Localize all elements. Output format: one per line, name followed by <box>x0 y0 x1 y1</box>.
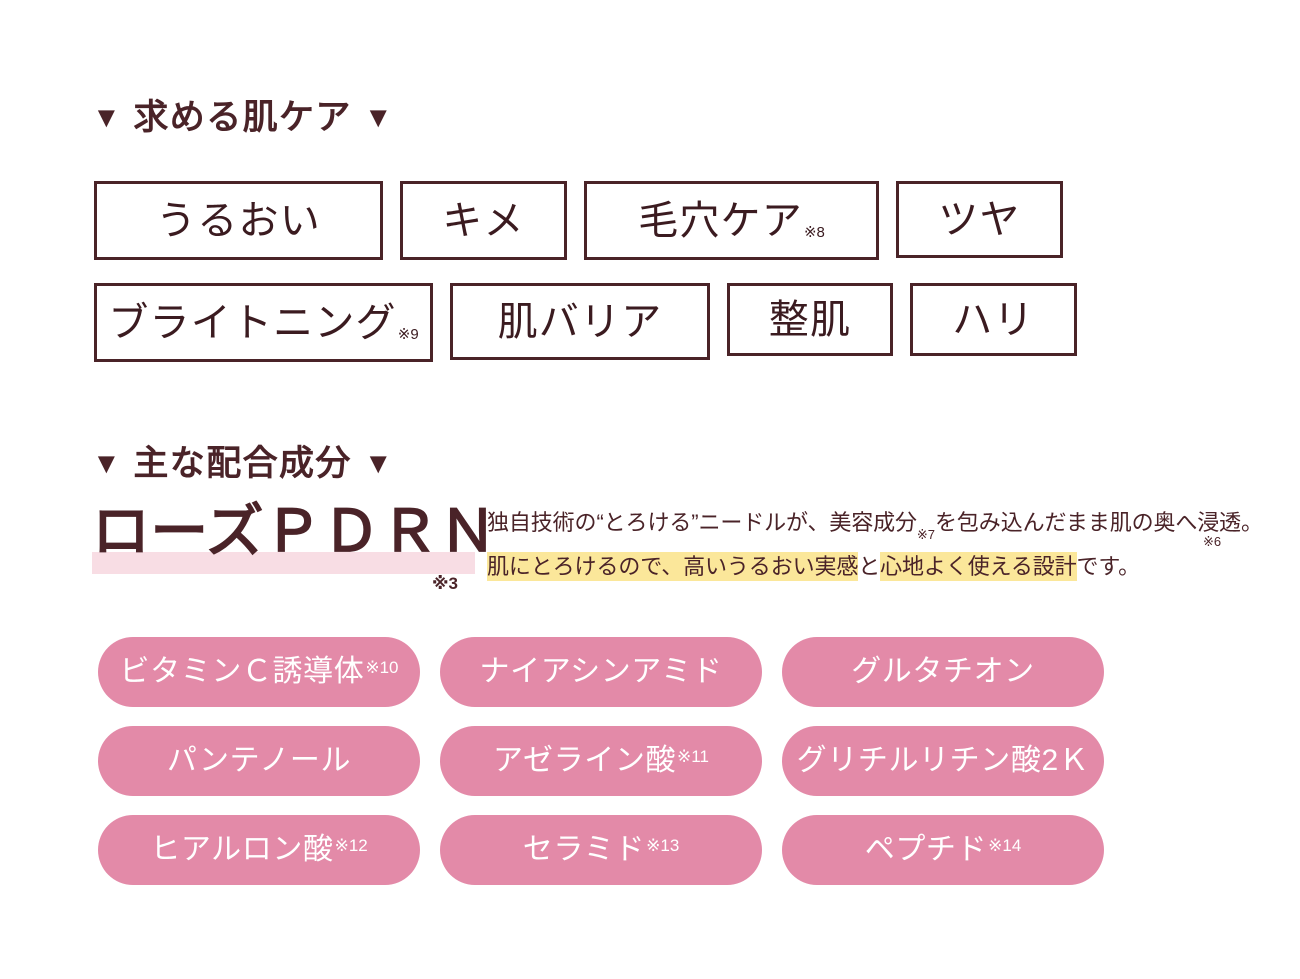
keyword-box-skin-barrier: 肌バリア <box>450 283 710 360</box>
triangle-right-icon: ▼ <box>363 102 394 134</box>
pill-label: ヒアルロン酸※12 <box>150 833 368 866</box>
skincare-keyword-row-1: うるおい キメ 毛穴ケア※8 ツヤ <box>94 181 1063 260</box>
keyword-box-uruoi: うるおい <box>94 181 383 260</box>
keyword-box-hari: ハリ <box>910 283 1077 356</box>
pink-underline-highlight <box>92 552 475 574</box>
ingredient-pill-niacinamide: ナイアシンアミド <box>440 637 762 707</box>
pill-label: ナイアシンアミド <box>479 655 723 688</box>
hero-footnote-marker: ※3 <box>432 574 458 593</box>
footnote-marker: ※13 <box>646 836 680 855</box>
keyword-box-keana-care: 毛穴ケア※8 <box>584 181 879 260</box>
hero-ingredient-block: ローズＰＤＲＮ ※3 <box>92 499 498 593</box>
description-line-2: 肌にとろけるので、高いうるおい実感と心地よく使える設計です。 <box>487 549 1255 585</box>
keyword-label: 肌バリア <box>497 299 663 344</box>
keyword-box-brightening: ブライトニング※9 <box>94 283 433 362</box>
pill-label: ペプチド※14 <box>864 833 1022 866</box>
keyword-label: 毛穴ケア※8 <box>638 198 825 243</box>
triangle-right-icon: ▼ <box>363 448 394 480</box>
ingredient-pill-peptide: ペプチド※14 <box>782 815 1104 885</box>
highlighted-phrase-2: 高いうるおい実感 <box>683 552 859 582</box>
plain-phrase-2: です。 <box>1076 554 1141 580</box>
plain-phrase-1: と <box>858 554 881 580</box>
footnote-marker: ※14 <box>988 836 1022 855</box>
triangle-left-icon: ▼ <box>92 448 122 480</box>
ingredients-heading-text: 主な配合成分 <box>133 444 352 483</box>
ingredient-pill-ceramide: セラミド※13 <box>440 815 762 885</box>
pill-label: グルタチオン <box>851 655 1035 688</box>
ingredients-section-heading: ▼ 主な配合成分 ▼ <box>92 446 393 481</box>
skincare-heading-text: 求める肌ケア <box>133 98 352 137</box>
footnote-marker: ※8 <box>803 223 825 241</box>
footnote-marker: ※11 <box>677 747 709 766</box>
skincare-keyword-row-2: ブライトニング※9 肌バリア 整肌 ハリ <box>94 283 1077 362</box>
hero-ingredient-title: ローズＰＤＲＮ <box>92 499 498 574</box>
keyword-label: キメ <box>442 198 525 243</box>
ingredient-pill-dipotassium-glycyrrhizate: グリチルリチン酸2Ｋ <box>782 726 1104 796</box>
description-footnote-marker: ※6 <box>1203 534 1222 549</box>
skincare-section-heading: ▼ 求める肌ケア ▼ <box>92 100 393 135</box>
hero-ingredient-name: ローズＰＤＲＮ <box>92 499 498 564</box>
pill-label: パンテノール <box>166 744 352 777</box>
keyword-box-tsuya: ツヤ <box>896 181 1063 258</box>
ingredient-pill-glutathione: グルタチオン <box>782 637 1104 707</box>
footnote-marker: ※10 <box>365 658 399 677</box>
keyword-label: 整肌 <box>768 297 852 342</box>
ingredient-pill-vitamin-c: ビタミンＣ誘導体※10 <box>98 637 420 707</box>
keyword-label: うるおい <box>156 198 321 243</box>
ingredient-pill-hyaluronic-acid: ヒアルロン酸※12 <box>98 815 420 885</box>
keyword-label: ハリ <box>952 297 1035 342</box>
highlighted-phrase-3: 心地よく使える設計 <box>880 552 1077 582</box>
ingredient-pill-azelaic-acid: アゼライン酸※11 <box>440 726 762 796</box>
footnote-marker: ※7 <box>916 527 936 543</box>
keyword-box-kime: キメ <box>400 181 567 260</box>
ingredient-pill-panthenol: パンテノール <box>98 726 420 796</box>
highlighted-phrase-1: 肌にとろけるので、 <box>487 552 684 582</box>
footnote-marker: ※12 <box>334 836 368 855</box>
ingredient-description: 独自技術の“とろける”ニードルが、美容成分※7を包み込んだまま肌の奥へ浸透。 肌… <box>487 505 1263 585</box>
footnote-marker: ※9 <box>397 325 419 343</box>
ingredient-pill-grid: ビタミンＣ誘導体※10 ナイアシンアミド グルタチオン パンテノール アゼライン… <box>98 637 1104 885</box>
keyword-label: ブライトニング※9 <box>108 300 419 345</box>
pill-label: アゼライン酸※11 <box>493 744 709 777</box>
triangle-left-icon: ▼ <box>92 102 122 134</box>
pill-label: ビタミンＣ誘導体※10 <box>119 655 399 688</box>
pill-label: グリチルリチン酸2Ｋ <box>796 744 1090 777</box>
pill-label: セラミド※13 <box>522 833 680 866</box>
keyword-label: ツヤ <box>938 197 1021 242</box>
keyword-box-seiki: 整肌 <box>727 283 893 356</box>
description-line-1: 独自技術の“とろける”ニードルが、美容成分※7を包み込んだまま肌の奥へ浸透。 <box>487 510 1263 543</box>
